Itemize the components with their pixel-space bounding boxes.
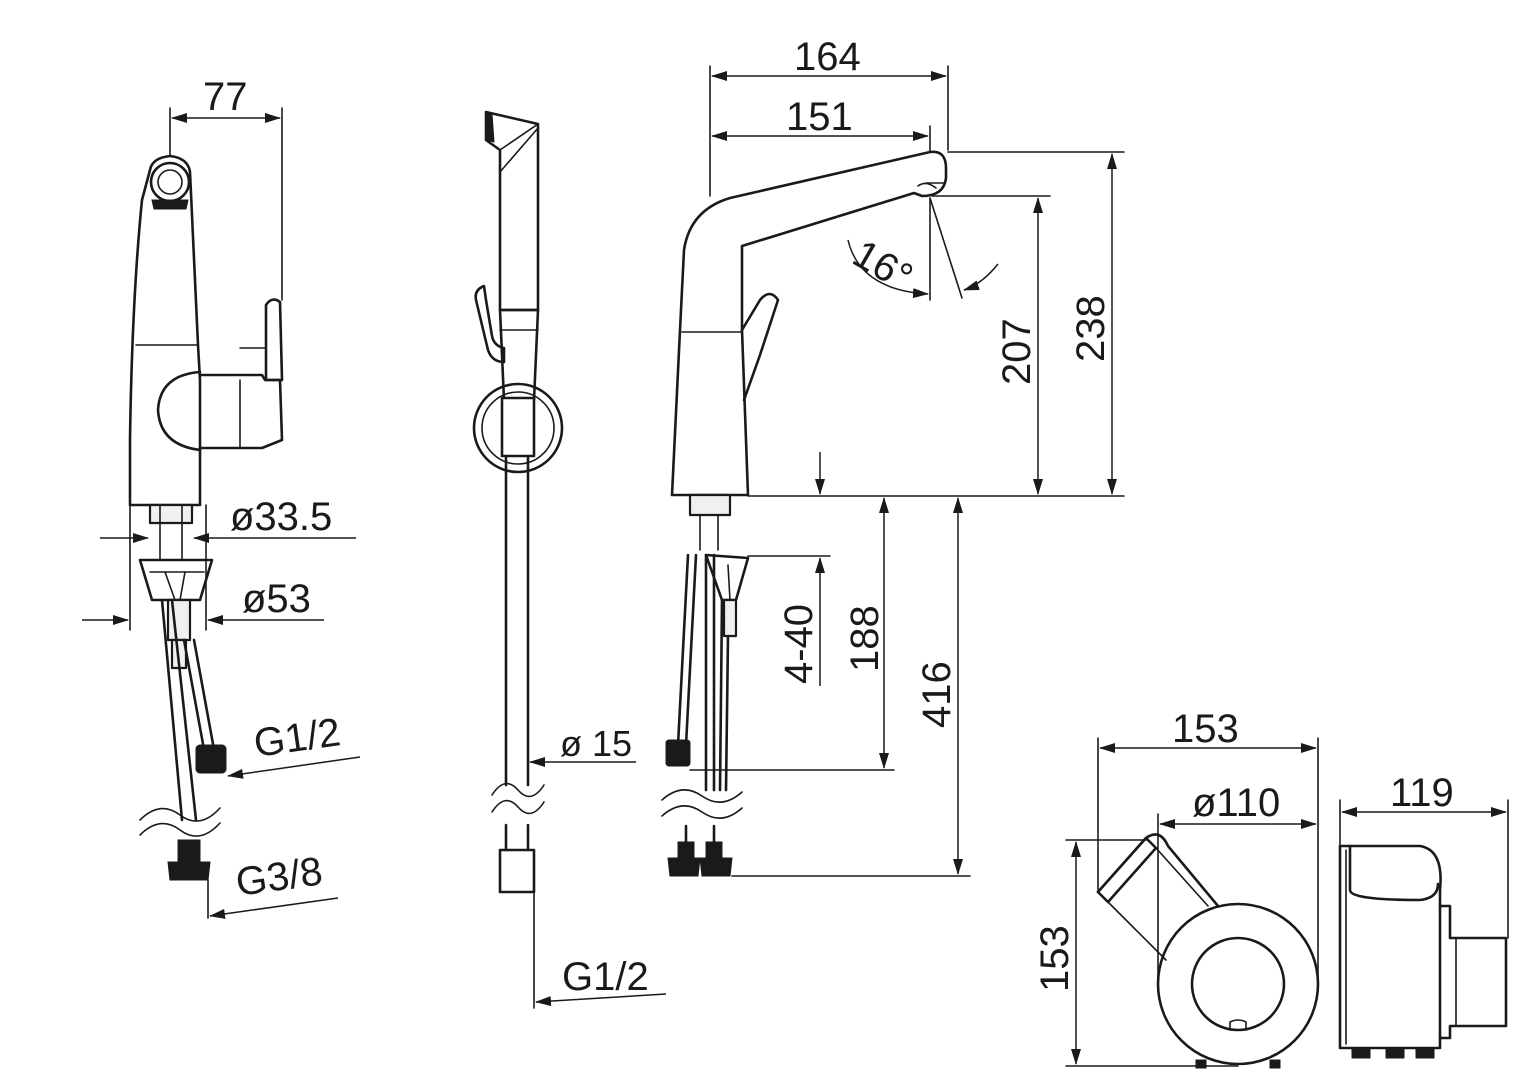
dim-hose-thread-upper-label: G1/2 (251, 710, 343, 766)
dim-spout-reach: 151 (711, 95, 931, 153)
dim-outlet-height: 207 (931, 195, 1051, 495)
dim-valve-side-width: 119 (1339, 771, 1509, 939)
dim-hose-thread-lower-label: G3/8 (233, 849, 325, 905)
dim-77: 77 (169, 75, 283, 301)
dim-flange-diameter-label: ø53 (242, 577, 311, 621)
dim-hand-shower-thread-label: G1/2 (562, 955, 649, 999)
dim-valve-width: 153 (1097, 707, 1319, 985)
dim-outlet-height-label: 207 (995, 318, 1039, 385)
side-view: 77 ø33.5 ø53 G1/2 G3/8 (82, 75, 361, 919)
valve-top-body (1096, 833, 1320, 1069)
dim-valve-depth: 153 (1033, 839, 1239, 1067)
front-view: 164 151 16° 207 238 (661, 35, 1125, 877)
dim-overall-height: 238 (747, 151, 1125, 497)
dim-spout-angle: 16° (846, 197, 999, 301)
front-view-faucet-body (661, 150, 948, 877)
hand-shower-body (472, 110, 564, 894)
dim-deck-thickness-label: 4-40 (777, 604, 821, 684)
dim-spout-reach-label: 151 (786, 95, 853, 139)
dim-valve-depth-label: 153 (1033, 925, 1077, 992)
dim-hose-diameter-label: ø 15 (560, 723, 632, 764)
dim-spout-angle-label: 16° (846, 232, 920, 300)
dim-valve-body-diameter: ø110 (1157, 781, 1317, 985)
dim-overall-reach: 164 (709, 35, 949, 197)
dim-shank-diameter: ø33.5 (100, 495, 356, 543)
valve-side-body (1338, 844, 1508, 1059)
dim-overall-height-label: 238 (1069, 295, 1113, 362)
dim-hose-diameter: ø 15 (529, 723, 636, 767)
dim-hose-thread-lower: G3/8 (207, 849, 339, 919)
dim-shank-diameter-label: ø33.5 (230, 495, 332, 539)
dim-hand-shower-thread: G1/2 (533, 891, 667, 1009)
dim-hose-length-total: 416 (731, 497, 971, 877)
dim-valve-side-width-label: 119 (1390, 771, 1454, 815)
dim-hose-thread-upper: G1/2 (227, 710, 361, 779)
dim-hose-length-upper: 188 (689, 497, 895, 771)
dim-flange-diameter: ø53 (82, 504, 324, 631)
hand-shower-view: ø 15 G1/2 (472, 110, 667, 1009)
dim-valve-body-diameter-label: ø110 (1192, 781, 1280, 825)
dim-valve-width-label: 153 (1172, 707, 1239, 751)
dim-hose-length-total-label: 416 (915, 661, 959, 728)
dim-overall-reach-label: 164 (794, 35, 861, 79)
dim-hose-length-upper-label: 188 (843, 605, 887, 672)
valve-side-view: 119 (1338, 771, 1509, 1059)
dim-77-label: 77 (203, 75, 248, 119)
side-view-faucet-body (128, 154, 284, 881)
valve-top-view: 153 ø110 153 (1033, 707, 1320, 1069)
dim-deck-thickness: 4-40 (747, 452, 831, 686)
